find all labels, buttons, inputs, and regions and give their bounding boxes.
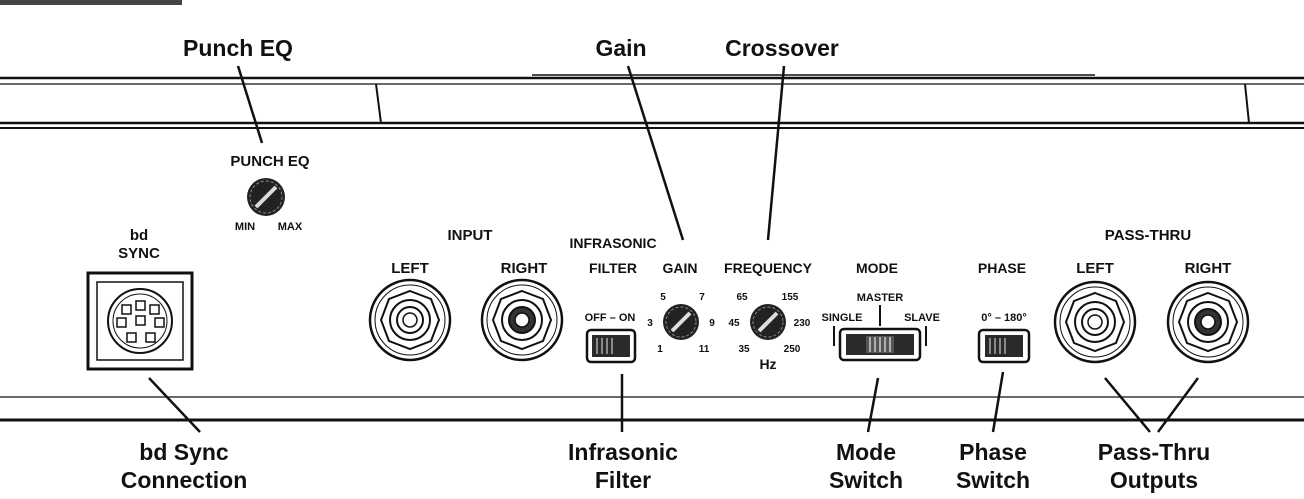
pass-thru-right-label: RIGHT: [1185, 260, 1232, 277]
leader-crossover: [766, 65, 786, 241]
phase-switch-label: 0° – 180°: [981, 312, 1027, 324]
leader-pass-thru-right: [1156, 377, 1200, 433]
bd-sync-label-line1: bd: [130, 227, 148, 244]
callout-gain: Gain: [595, 35, 646, 61]
callout-mode-line1: Mode: [836, 439, 896, 465]
callout-labels: Punch EQ Gain Crossover bd Sync Connecti…: [121, 35, 1210, 493]
top-rail: [0, 74, 1304, 129]
bd-sync-connector: bd SYNC: [86, 227, 194, 371]
callout-infrasonic-line1: Infrasonic: [568, 439, 678, 465]
callout-crossover: Crossover: [725, 35, 839, 61]
gain-tick-9: 9: [709, 318, 715, 329]
frequency-knob[interactable]: [750, 304, 786, 340]
punch-eq-max-label: MAX: [278, 221, 303, 233]
callout-pass-thru-line2: Outputs: [1110, 467, 1198, 493]
callout-punch-eq: Punch EQ: [183, 35, 293, 61]
pass-thru-title: PASS-THRU: [1105, 227, 1191, 244]
gain-panel-title: GAIN: [663, 260, 698, 276]
punch-eq-control: PUNCH EQ MIN MAX: [230, 153, 310, 233]
pass-thru-left-jack[interactable]: [1053, 280, 1137, 364]
corner-mark: [0, 0, 182, 5]
callout-phase-line2: Switch: [956, 467, 1030, 493]
mode-panel-title: MODE: [856, 260, 898, 276]
gain-tick-1: 1: [657, 344, 663, 355]
frequency-control: FREQUENCY 65 155 45 230 35 250 Hz: [724, 260, 813, 372]
gain-tick-7: 7: [699, 292, 705, 303]
input-title: INPUT: [448, 227, 493, 244]
punch-eq-min-label: MIN: [235, 221, 255, 233]
leader-gain: [626, 65, 685, 241]
frequency-tick-45: 45: [728, 318, 740, 329]
input-left-jack[interactable]: [368, 278, 452, 362]
infrasonic-label-line1: INFRASONIC: [569, 235, 656, 251]
callout-infrasonic-line2: Filter: [595, 467, 651, 493]
bd-sync-label-line2: SYNC: [118, 245, 160, 262]
mode-slave-label: SLAVE: [904, 312, 940, 324]
gain-control: GAIN 5 7 3 9 1 11: [647, 260, 715, 355]
leader-mode: [866, 377, 880, 433]
frequency-tick-35: 35: [738, 344, 750, 355]
phase-panel-title: PHASE: [978, 260, 1026, 276]
gain-tick-3: 3: [647, 318, 653, 329]
infrasonic-label-line2: FILTER: [589, 260, 637, 276]
leader-punch-eq: [236, 65, 264, 144]
bottom-rail: [0, 396, 1304, 422]
input-jacks: INPUT LEFT RIGHT: [368, 227, 564, 362]
frequency-tick-65: 65: [736, 292, 748, 303]
input-right-jack[interactable]: [480, 278, 564, 362]
frequency-unit-label: Hz: [759, 356, 776, 372]
infrasonic-switch-label: OFF – ON: [585, 312, 636, 324]
pass-thru-jacks: PASS-THRU LEFT RIGHT: [1053, 227, 1250, 364]
mode-switch-ticks: [833, 305, 927, 346]
pass-thru-right-jack[interactable]: [1166, 280, 1250, 364]
input-right-label: RIGHT: [501, 260, 548, 277]
phase-control: PHASE 0° – 180°: [977, 260, 1031, 364]
infrasonic-filter: INFRASONIC FILTER OFF – ON: [569, 235, 657, 364]
leader-lines: [148, 65, 1200, 433]
phase-switch[interactable]: [977, 328, 1031, 364]
frequency-tick-155: 155: [782, 292, 799, 303]
frequency-tick-250: 250: [784, 344, 801, 355]
callout-bd-sync-line1: bd Sync: [139, 439, 229, 465]
pass-thru-left-label: LEFT: [1076, 260, 1114, 277]
callout-mode-line2: Switch: [829, 467, 903, 493]
bd-sync-port[interactable]: [86, 271, 194, 371]
punch-eq-panel-title: PUNCH EQ: [230, 153, 310, 170]
punch-eq-knob[interactable]: [247, 178, 285, 216]
callout-pass-thru-line1: Pass-Thru: [1098, 439, 1210, 465]
gain-tick-11: 11: [699, 344, 710, 355]
frequency-tick-230: 230: [794, 318, 811, 329]
mode-single-label: SINGLE: [822, 312, 863, 324]
leader-bd-sync: [148, 377, 201, 433]
mode-control: MODE MASTER SINGLE SLAVE: [822, 260, 940, 362]
infrasonic-switch[interactable]: [585, 328, 637, 364]
frequency-panel-title: FREQUENCY: [724, 260, 813, 276]
callout-phase-line1: Phase: [959, 439, 1027, 465]
leader-pass-thru-left: [1104, 377, 1151, 433]
gain-tick-5: 5: [660, 292, 666, 303]
input-left-label: LEFT: [391, 260, 429, 277]
mode-master-label: MASTER: [857, 292, 904, 304]
mode-switch[interactable]: [838, 327, 922, 362]
leader-phase: [991, 371, 1005, 433]
gain-knob[interactable]: [663, 304, 699, 340]
callout-bd-sync-line2: Connection: [121, 467, 248, 493]
